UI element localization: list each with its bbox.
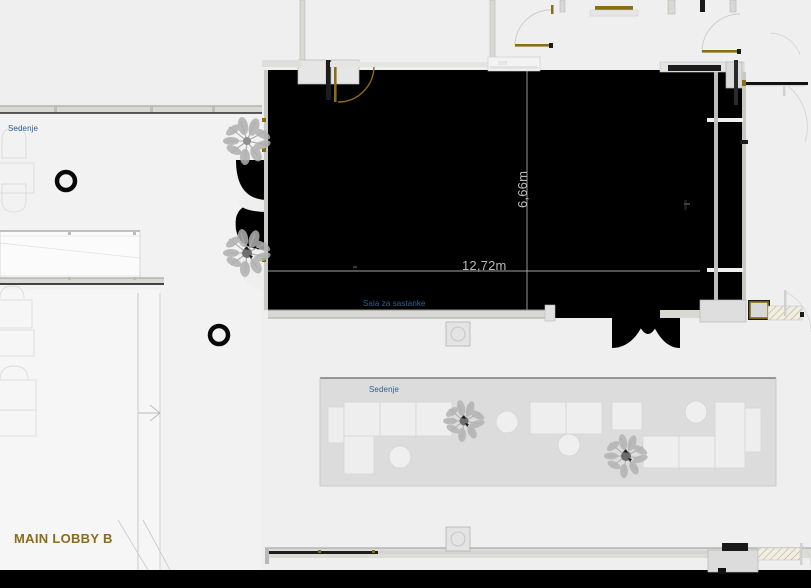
bottom-black-band: [0, 570, 811, 588]
wall-bottom-corridor: [265, 526, 811, 574]
room-wall-frames: [262, 56, 811, 347]
plant-icon: [223, 229, 271, 277]
plant-icon: [443, 400, 485, 442]
seating-zone-bottom: [319, 377, 777, 487]
plant-icon: [604, 434, 648, 478]
plants: [223, 117, 648, 478]
round-columns: [54, 169, 231, 347]
plant-icon: [223, 117, 271, 165]
furniture-left-tables: [0, 127, 37, 437]
room-notch-bottom: [612, 310, 680, 348]
wall-left-mid: [0, 230, 164, 285]
sala-za-sastanke-room: [238, 58, 745, 334]
wall-left-top: [0, 105, 262, 114]
main-lobby-b-region: [0, 110, 262, 571]
